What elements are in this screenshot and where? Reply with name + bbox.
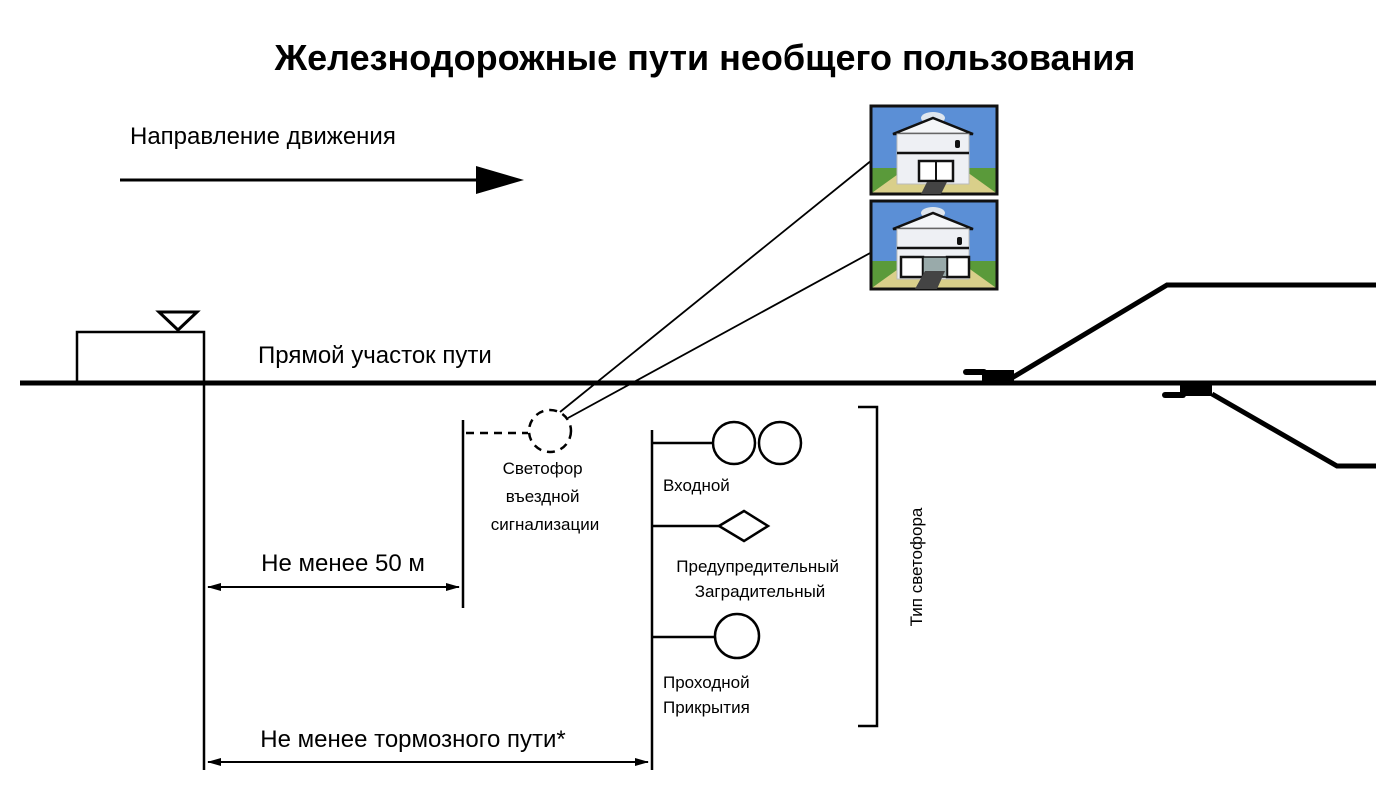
signal-type-warning: Предупредительный Заградительный (652, 509, 843, 601)
depot-gate-open-icon (869, 199, 999, 291)
dashed-circle-signal-icon (466, 408, 573, 454)
dimension-label: Не менее 50 м (261, 550, 425, 577)
dimension-min-50m: Не менее 50 м (207, 550, 460, 591)
track-label: Прямой участок пути (258, 342, 492, 369)
diamond-signal-icon (716, 509, 771, 543)
entry-signal-label: Светофор въездной сигнализации (491, 459, 599, 534)
signal-type-label: Входной (663, 476, 730, 495)
turnout-lower (1162, 383, 1376, 469)
double-circle-signal-icon (711, 420, 803, 466)
turnout-upper (963, 282, 1376, 383)
right-arrow-icon (120, 166, 524, 194)
signal-type-group-label: Тип светофора (907, 507, 926, 626)
pointer-line-gate-closed (559, 159, 873, 413)
page-title: Железнодорожные пути необщего пользовани… (274, 37, 1136, 78)
signal-type-label: Проходной Прикрытия (663, 673, 754, 717)
dimension-min-braking: Не менее тормозного пути* (207, 726, 649, 766)
direction-label: Направление движения (130, 123, 396, 150)
signal-type-label: Предупредительный Заградительный (676, 557, 843, 601)
circle-signal-icon (713, 612, 761, 660)
level-marker-icon (155, 310, 201, 333)
dimension-label: Не менее тормозного пути* (260, 726, 565, 753)
signal-type-entry: Входной (652, 420, 803, 495)
platform-structure (75, 310, 206, 383)
depot-gate-closed-icon (869, 104, 999, 196)
pointer-line-gate-open (567, 251, 873, 419)
signal-type-passing: Проходной Прикрытия (652, 612, 761, 717)
signal-type-bracket (858, 405, 879, 728)
